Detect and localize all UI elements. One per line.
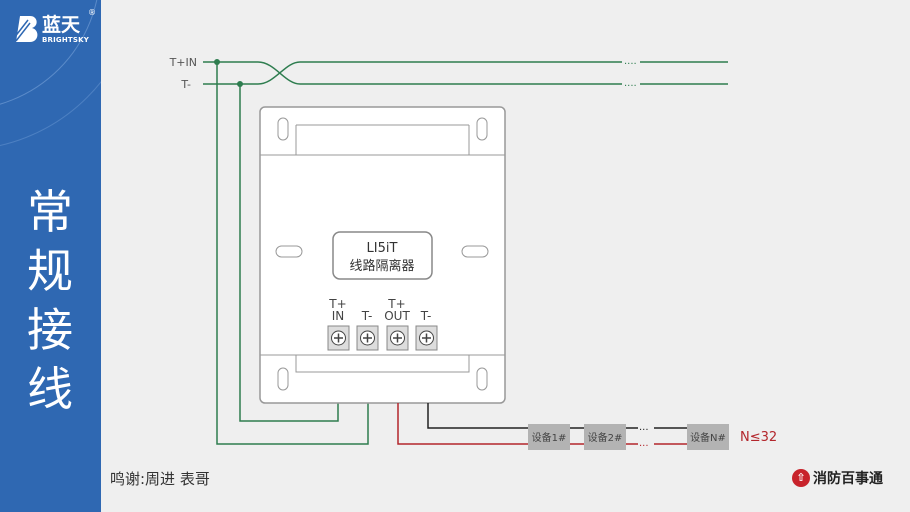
load-device-n: 设备N# <box>687 424 729 450</box>
bus-label-tin: T+IN <box>169 56 197 69</box>
sidebar-title: 常规接线 <box>27 185 73 416</box>
svg-text:IN: IN <box>332 309 345 323</box>
registered-mark: ® <box>88 8 96 17</box>
device-name: 线路隔离器 <box>349 258 414 274</box>
device-limit: N≤32 <box>740 430 777 445</box>
bus-continuation: .... <box>624 56 637 67</box>
terminal-t-minus-out: T- <box>415 309 438 351</box>
sidebar: 蓝天 ® BRIGHTSKY 常规接线 <box>0 0 101 512</box>
svg-text:设备1#: 设备1# <box>532 431 567 444</box>
terminal-block: T+ IN T- T+ OUT T- <box>327 297 438 351</box>
loads-continuation: ... <box>639 422 649 433</box>
svg-text:T+: T+ <box>387 297 405 311</box>
svg-text:设备N#: 设备N# <box>690 431 726 444</box>
brand-name-en: BRIGHTSKY <box>42 36 90 44</box>
terminal-t-minus-in: T- <box>356 309 379 351</box>
isolator-device: LI5iT 线路隔离器 <box>259 106 506 404</box>
fire-logo-icon: ⇧ <box>792 469 810 487</box>
bus-label-t-minus: T- <box>180 78 191 91</box>
bus-continuation: .... <box>624 78 637 89</box>
footer-logo-text: 消防百事通 <box>813 471 883 487</box>
bus-wires <box>203 61 728 445</box>
terminal-tin: T+ IN <box>327 297 350 351</box>
terminal-tout: T+ OUT <box>384 297 410 351</box>
svg-text:T+: T+ <box>328 297 346 311</box>
credit-text: 鸣谢:周进 表哥 <box>110 470 210 488</box>
load-device-2: 设备2# <box>584 424 626 450</box>
device-model: LI5iT <box>367 241 398 256</box>
load-device-1: 设备1# <box>528 424 570 450</box>
svg-text:设备2#: 设备2# <box>588 431 623 444</box>
loads-continuation: ... <box>639 438 649 449</box>
svg-text:T-: T- <box>420 309 432 323</box>
footer-logo: ⇧消防百事通 <box>792 468 883 488</box>
svg-text:T-: T- <box>361 309 373 323</box>
brightsky-logo-icon <box>14 16 38 42</box>
svg-text:OUT: OUT <box>384 309 410 323</box>
brand-name-cn: 蓝天 <box>42 14 81 36</box>
junction-dot <box>237 81 243 87</box>
mounting-holes <box>275 117 489 391</box>
junction-dot <box>214 59 220 65</box>
